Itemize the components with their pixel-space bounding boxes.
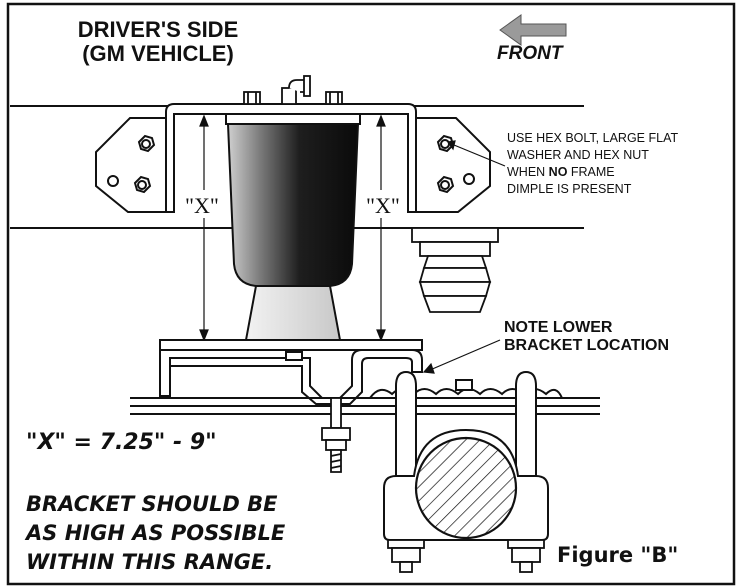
hex-note-leader xyxy=(446,140,506,167)
advice-line-2: AS HIGH AS POSSIBLE xyxy=(26,521,286,545)
dimension-x-label-right: "X" xyxy=(366,193,400,218)
air-fitting-icon xyxy=(281,75,311,105)
dimension-formula: "X" = 7.25" - 9" xyxy=(26,430,217,455)
hex-note-line-2: WASHER AND HEX NUT xyxy=(507,148,649,162)
frame-hole-icon xyxy=(107,175,119,187)
front-arrow-icon xyxy=(499,14,567,46)
hex-note-line-3-suffix: FRAME xyxy=(567,165,615,179)
hex-bolt-icon xyxy=(133,175,152,194)
hex-note-line-4: DIMPLE IS PRESENT xyxy=(507,182,632,196)
upper-bracket xyxy=(165,103,417,213)
bump-stop xyxy=(411,227,499,313)
hex-note-line-3: WHEN NO FRAME xyxy=(507,164,678,181)
axle-tube xyxy=(414,436,518,540)
hex-note-line-3-bold: NO xyxy=(548,165,568,179)
hex-note-line-1: USE HEX BOLT, LARGE FLAT xyxy=(507,131,679,145)
lower-note-line-1: NOTE LOWER xyxy=(504,319,613,336)
bracket-advice: BRACKET SHOULD BE AS HIGH AS POSSIBLE WI… xyxy=(26,490,285,577)
figure-label: Figure "B" xyxy=(557,543,679,567)
hex-bolt-icon xyxy=(137,134,156,153)
top-bolt-left xyxy=(243,91,261,105)
center-bolt xyxy=(321,397,351,473)
title-line-2: (GM VEHICLE) xyxy=(82,41,234,66)
air-spring-bag xyxy=(225,113,361,341)
title: DRIVER'S SIDE (GM VEHICLE) xyxy=(40,18,276,66)
title-line-1: DRIVER'S SIDE xyxy=(77,17,239,42)
u-bolt-nut-left xyxy=(387,539,425,573)
dimension-x-right xyxy=(376,114,386,342)
dimension-x-label-left: "X" xyxy=(185,193,219,218)
u-bolt-nut-right xyxy=(507,539,545,573)
lower-bracket xyxy=(159,339,423,405)
advice-line-3: WITHIN THIS RANGE. xyxy=(26,550,274,574)
frame-hole-icon xyxy=(463,173,475,185)
hex-bolt-icon xyxy=(436,175,455,194)
hex-note-line-3-prefix: WHEN xyxy=(507,165,549,179)
right-frame-bracket xyxy=(416,117,491,213)
left-frame-bracket xyxy=(95,117,166,213)
advice-line-1: BRACKET SHOULD BE xyxy=(26,492,278,516)
figure-border xyxy=(6,2,736,586)
front-label: FRONT xyxy=(497,43,563,64)
dimension-x-left xyxy=(199,114,209,342)
lower-bracket-note: NOTE LOWER BRACKET LOCATION xyxy=(504,319,669,355)
top-bolt-right xyxy=(325,91,343,105)
hex-bolt-note: USE HEX BOLT, LARGE FLAT WASHER AND HEX … xyxy=(507,130,678,198)
lower-note-line-2: BRACKET LOCATION xyxy=(504,337,670,354)
lower-note-leader xyxy=(422,339,501,374)
